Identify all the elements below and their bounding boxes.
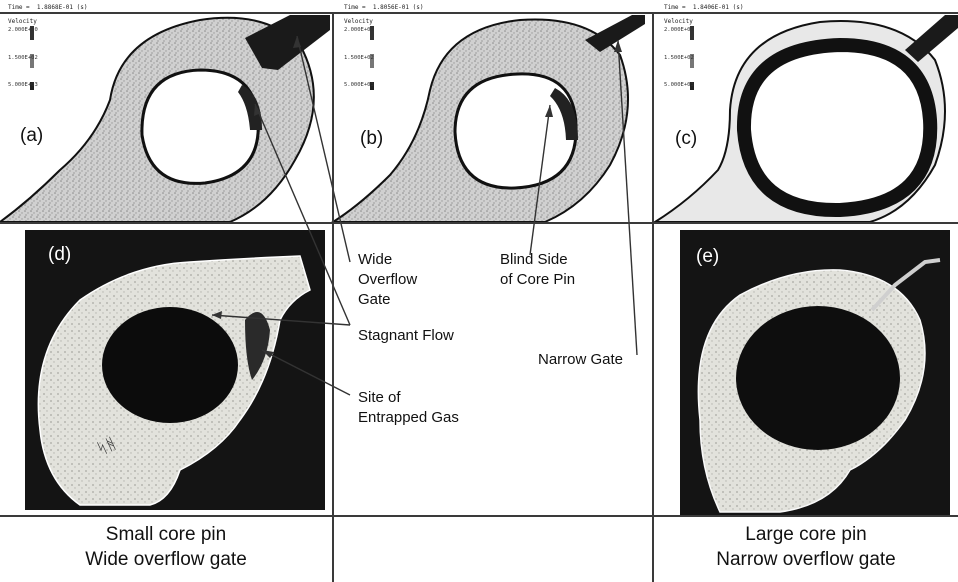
caption-left: Small core pin Wide overflow gate <box>0 522 332 572</box>
annotation-stagnant-flow: Stagnant Flow <box>358 326 454 346</box>
panel-b-legend-value-1: 2.000E+00 <box>344 27 374 33</box>
panel-d-label: (d) <box>48 244 71 266</box>
panel-c-label: (c) <box>675 128 697 150</box>
annotation-entrapped-gas: Site of Entrapped Gas <box>358 388 459 428</box>
panel-c-core-pin <box>744 45 930 210</box>
caption-right-line-1: Large core pin <box>654 522 958 547</box>
caption-right-line-2: Narrow overflow gate <box>654 547 958 572</box>
panel-a-legend-value-1: 2.000E+00 <box>8 27 38 33</box>
panel-c-legend-value-2: 1.500E+02 <box>664 55 694 61</box>
panel-c-time: Time = 1.8406E-01 (s) <box>664 4 743 11</box>
caption-right: Large core pin Narrow overflow gate <box>654 522 958 572</box>
annotation-wide-gate-line-1: Wide <box>358 250 417 270</box>
grid-line-bottom <box>0 515 958 517</box>
grid-line-top <box>0 12 958 14</box>
panel-d-photo: ᛋᚻ <box>25 230 325 510</box>
panel-b-label: (b) <box>360 128 383 150</box>
grid-line-col-1 <box>332 12 334 582</box>
panel-b-legend-title: Velocity <box>344 18 373 25</box>
panel-c-legend-title: Velocity <box>664 18 693 25</box>
annotation-blind-side: Blind Side of Core Pin <box>500 250 575 290</box>
panel-d-core-hole <box>102 307 238 423</box>
panel-a-core-pin <box>142 70 258 183</box>
grid-line-middle <box>0 222 958 224</box>
panel-a-legend-title: Velocity <box>8 18 37 25</box>
panel-b-legend-value-2: 1.500E+02 <box>344 55 374 61</box>
panel-a-legend-value-3: 5.000E+03 <box>8 82 38 88</box>
caption-left-line-2: Wide overflow gate <box>0 547 332 572</box>
annotation-blind-side-line-2: of Core Pin <box>500 270 575 290</box>
panel-c-legend-value-1: 2.000E+00 <box>664 27 694 33</box>
annotation-wide-gate-line-2: Overflow <box>358 270 417 290</box>
panel-b-time: Time = 1.8056E-01 (s) <box>344 4 423 11</box>
annotation-wide-overflow-gate: Wide Overflow Gate <box>358 250 417 310</box>
panel-b-legend-value-3: 5.000E+03 <box>344 82 374 88</box>
annotation-narrow-gate: Narrow Gate <box>538 350 623 370</box>
annotation-blind-side-line-1: Blind Side <box>500 250 575 270</box>
panel-a-legend-value-2: 1.500E+02 <box>8 55 38 61</box>
annotation-wide-gate-line-3: Gate <box>358 290 417 310</box>
panel-a-time: Time = 1.8868E-01 (s) <box>8 4 87 11</box>
panel-a-label: (a) <box>20 125 43 147</box>
panel-b-simulation <box>333 15 645 222</box>
annotation-entrapped-gas-line-1: Site of <box>358 388 459 408</box>
panel-e-photo <box>680 230 950 515</box>
panel-e-core-hole <box>736 306 900 450</box>
grid-line-col-2 <box>652 12 654 582</box>
panel-c-legend-value-3: 5.000E+03 <box>664 82 694 88</box>
panel-e-label: (e) <box>696 246 719 268</box>
panel-a-simulation <box>0 15 330 222</box>
panel-c-simulation <box>655 15 958 222</box>
pointer-wide-gate <box>297 36 350 262</box>
annotation-entrapped-gas-line-2: Entrapped Gas <box>358 408 459 428</box>
caption-left-line-1: Small core pin <box>0 522 332 547</box>
